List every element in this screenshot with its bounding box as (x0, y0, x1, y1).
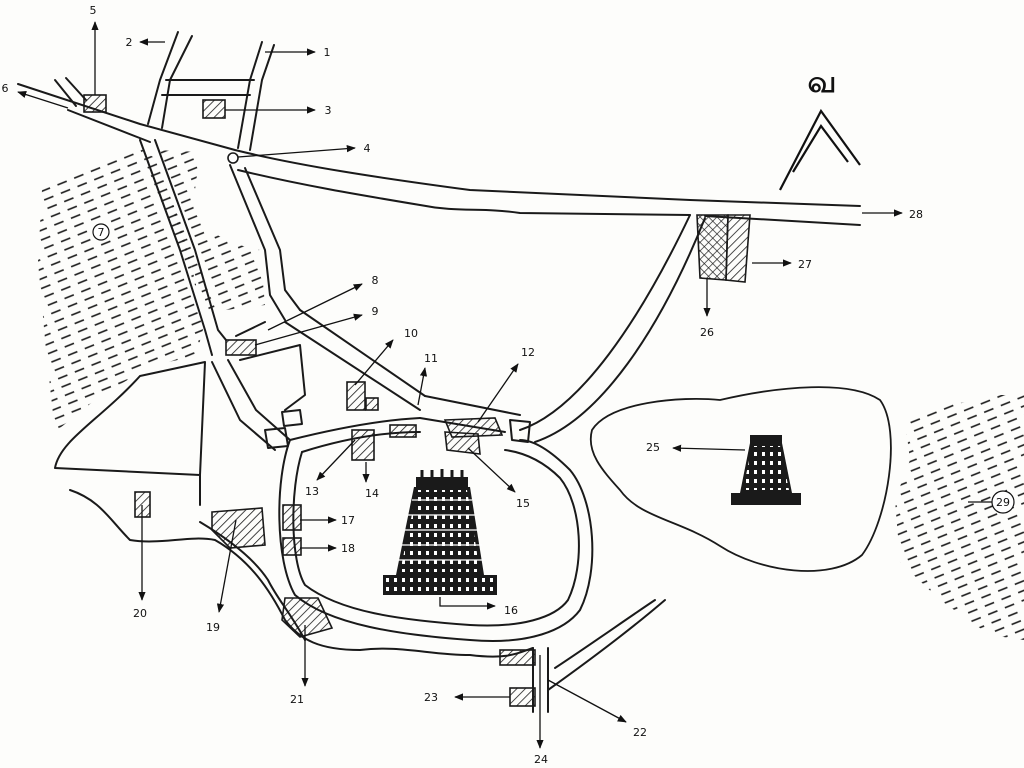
callout-label-1: 1 (324, 46, 331, 59)
small-gopuram-crown (750, 435, 782, 444)
lane-near-5 (54, 77, 87, 107)
hatched-areas (38, 145, 1024, 640)
building-22 (499, 649, 536, 666)
link-road (235, 321, 306, 411)
north-arrow-chevron (779, 108, 861, 191)
callout-label-17: 17 (341, 514, 355, 527)
area-marker-7: 7 (98, 226, 105, 239)
building-18 (282, 537, 302, 556)
callout-arrow-10 (354, 339, 394, 386)
area-29-tank (895, 395, 1024, 640)
callout-arrows (17, 21, 992, 749)
gopuram-tower-windows (400, 490, 480, 572)
building-15 (444, 431, 481, 455)
building-5 (83, 94, 107, 113)
north-east-road (519, 214, 706, 443)
callout-label-26: 26 (700, 326, 714, 339)
building-19 (211, 507, 266, 549)
callout-label-9: 9 (372, 305, 379, 318)
small-gopuram-base (731, 493, 801, 505)
building-14 (351, 429, 375, 461)
callout-label-10: 10 (404, 327, 418, 340)
area-between-roads (155, 150, 265, 312)
callout-label-22: 22 (633, 726, 647, 739)
west-lower-road (211, 359, 291, 451)
callout-label-23: 23 (424, 691, 438, 704)
gopuram-base-windows (385, 577, 495, 593)
callout-label-13: 13 (305, 485, 319, 498)
callout-label-24: 24 (534, 753, 548, 766)
callout-arrow-9 (254, 313, 363, 346)
callout-label-16: 16 (504, 604, 518, 617)
building-21 (281, 597, 334, 638)
callout-label-12: 12 (521, 346, 535, 359)
callout-arrow-6 (17, 91, 69, 109)
callout-arrow-25 (672, 444, 746, 452)
junction-block (509, 419, 531, 443)
main-road-north-edge (17, 83, 861, 207)
callout-label-6: 6 (2, 82, 9, 95)
north-arrow: வ (779, 65, 861, 191)
callout-arrow-4 (237, 144, 356, 158)
north-glyph: வ (808, 65, 837, 100)
landmark-4 (227, 152, 239, 164)
ring-road-inner (292, 449, 580, 627)
callout-label-11: 11 (424, 352, 438, 365)
building-27 (725, 214, 751, 283)
callout-label-27: 27 (798, 258, 812, 271)
main-temple-gopuram (383, 469, 497, 595)
diagonal-road (284, 309, 426, 411)
gopuram-finials (420, 469, 464, 477)
small-blocks (264, 409, 303, 449)
callout-label-8: 8 (372, 274, 379, 287)
area-marker-29-circle (991, 490, 1015, 514)
building-10-annex (365, 397, 379, 411)
callout-arrow-15 (467, 447, 516, 493)
callout-arrow-16 (439, 597, 496, 610)
callout-label-21: 21 (290, 693, 304, 706)
callout-arrow-13 (316, 439, 356, 481)
callout-label-18: 18 (341, 542, 355, 555)
callout-label-25: 25 (646, 441, 660, 454)
callout-arrow-12 (477, 363, 519, 423)
callout-arrow-19 (216, 519, 237, 613)
east-descending-road (229, 164, 301, 321)
area-marker-29: 29 (996, 496, 1010, 509)
small-gopuram-windows (743, 446, 789, 490)
buildings (83, 94, 751, 707)
callout-arrow-22 (547, 679, 627, 723)
callout-label-4: 4 (364, 142, 371, 155)
callout-label-28: 28 (909, 208, 923, 221)
area-25-outline (589, 386, 892, 572)
west-descending-road (139, 139, 227, 356)
area-markers: 7 29 (92, 223, 1015, 514)
left-lower-block (54, 361, 206, 506)
cross-road (161, 79, 255, 96)
callout-label-5: 5 (90, 4, 97, 17)
south-east-road (547, 599, 666, 691)
callout-label-3: 3 (325, 104, 332, 117)
callout-label-2: 2 (126, 36, 133, 49)
area-7-tank (38, 145, 205, 432)
area-marker-7-circle (92, 223, 110, 241)
callout-label-14: 14 (365, 487, 379, 500)
gopuram-tiers (399, 499, 485, 561)
building-3 (202, 99, 226, 119)
building-10 (346, 381, 366, 411)
gopuram-crown (416, 477, 468, 488)
callout-label-19: 19 (206, 621, 220, 634)
callout-arrow-11 (417, 367, 428, 406)
ring-road-outer (278, 439, 594, 642)
callout-labels: 1 2 3 4 5 6 8 9 10 11 12 13 14 15 16 17 … (2, 4, 924, 766)
callout-label-15: 15 (516, 497, 530, 510)
building-11 (389, 424, 417, 438)
small-temple-gopuram (731, 435, 801, 505)
building-17 (282, 504, 302, 531)
building-9 (225, 339, 257, 356)
callout-label-20: 20 (133, 607, 147, 620)
building-26 (696, 214, 729, 281)
callout-arrow-8 (267, 283, 363, 331)
building-23 (509, 687, 536, 707)
